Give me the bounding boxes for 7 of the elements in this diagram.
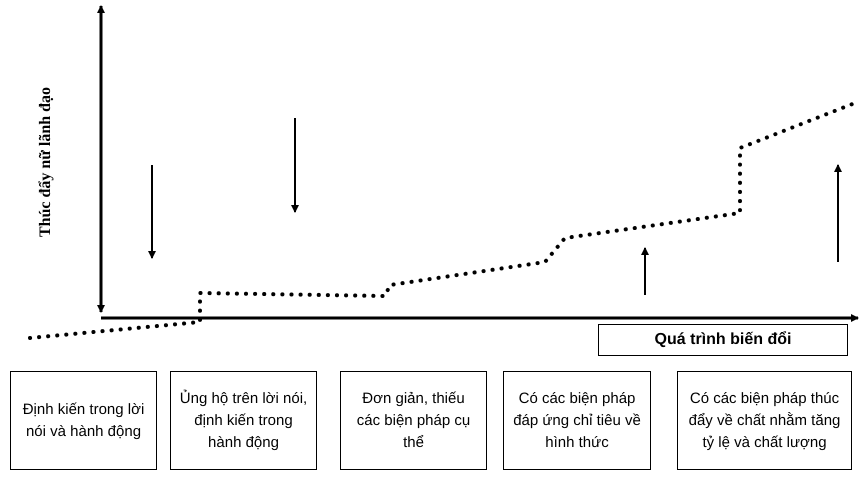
axis-title-box: Quá trình biến đổi bbox=[598, 324, 848, 356]
stage-card: Đơn giản, thiếu các biện pháp cụ thể bbox=[340, 371, 487, 470]
axis-label: Thúc đẩy nữ lãnh đạo bbox=[37, 86, 56, 238]
stage-card: Có các biện pháp đáp ứng chỉ tiêu về hình thức bbox=[503, 371, 651, 470]
stage-card: Ủng hộ trên lời nói, định kiến trong hành động bbox=[170, 371, 317, 470]
stage-card: Định kiến trong lời nói và hành động bbox=[10, 371, 157, 470]
stage-card: Có các biện pháp thúc đẩy về chất nhằm tăng tỷ lệ và chất lượng bbox=[677, 371, 852, 470]
